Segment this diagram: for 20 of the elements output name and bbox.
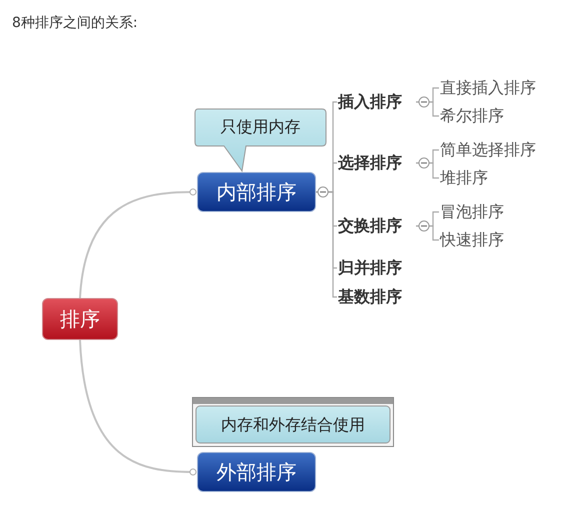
connector [316,191,337,298]
connector [79,188,196,298]
leaf-label: 快速排序 [440,229,520,251]
subtopic-label: 选择排序 [338,152,416,174]
subtopic-label: 插入排序 [338,91,416,113]
callout-bubble: 只使用内存 [194,108,327,174]
leaf-label: 直接插入排序 [440,77,552,99]
leaf-label: 希尔排序 [440,105,520,127]
topic-box: 外部排序 [197,452,316,492]
leaf-label: 简单选择排序 [440,139,552,161]
title: 8种排序之间的关系: [12,14,138,32]
topic-box: 内部排序 [197,172,316,212]
subtopic-label: 基数排序 [338,286,416,308]
leaf-label: 堆排序 [440,167,504,189]
note-box: 内存和外存结合使用 [192,397,394,447]
subtopic-label: 归并排序 [338,257,416,279]
subtopic-label: 交换排序 [338,215,416,237]
leaf-label: 冒泡排序 [440,201,520,223]
connector [79,340,196,476]
root-box: 排序 [42,298,118,340]
